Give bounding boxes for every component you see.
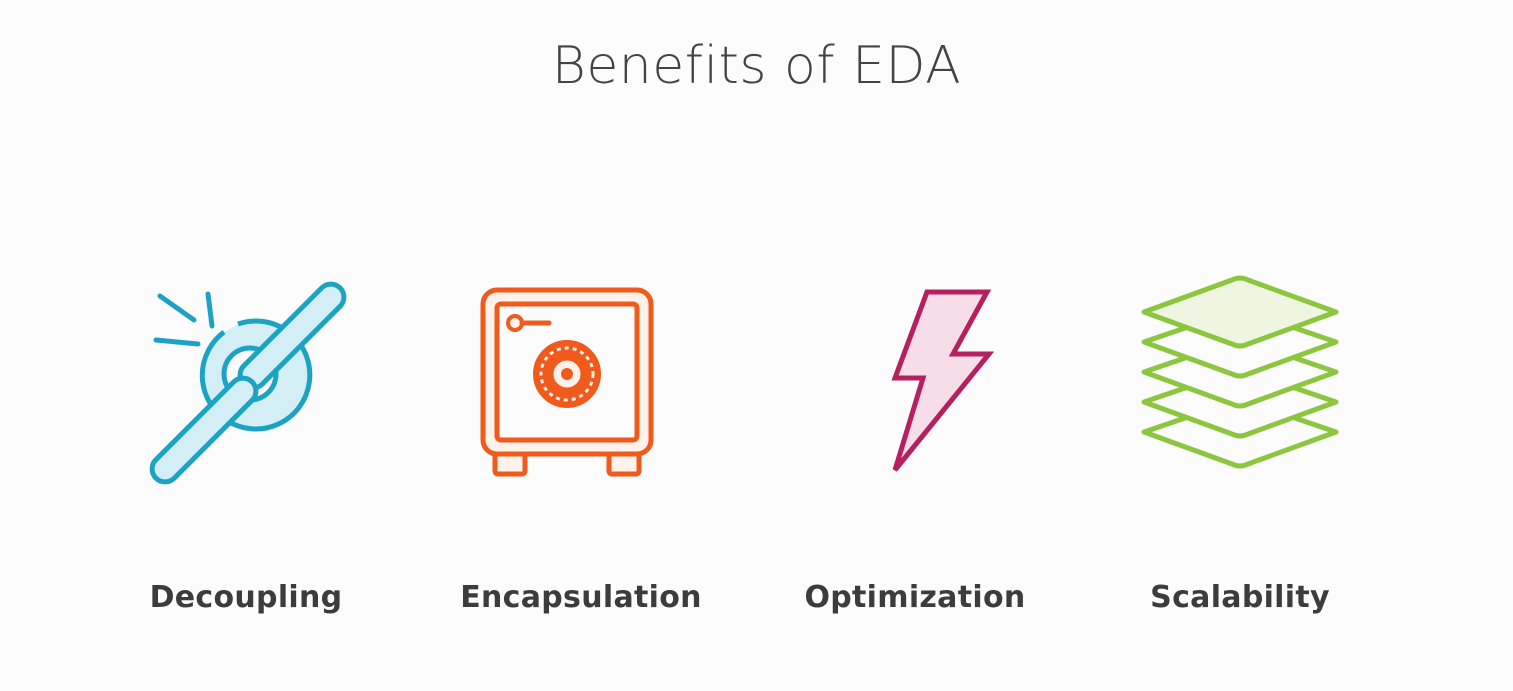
benefit-scalability: Scalability: [1110, 270, 1370, 630]
benefit-encapsulation: Encapsulation: [451, 270, 711, 630]
benefit-label: Scalability: [1150, 580, 1330, 615]
broken-chain-icon: [149, 281, 347, 485]
benefit-decoupling: Decoupling: [116, 270, 376, 630]
safe-icon: [480, 287, 654, 477]
layers-icon: [1141, 275, 1339, 469]
benefit-optimization: Optimization: [785, 270, 1045, 630]
benefit-label: Optimization: [804, 580, 1026, 615]
slide-title: Benefits of EDA: [551, 36, 962, 96]
benefit-label: Decoupling: [149, 580, 343, 615]
benefit-label: Encapsulation: [460, 580, 702, 615]
lightning-bolt-icon: [891, 289, 995, 472]
